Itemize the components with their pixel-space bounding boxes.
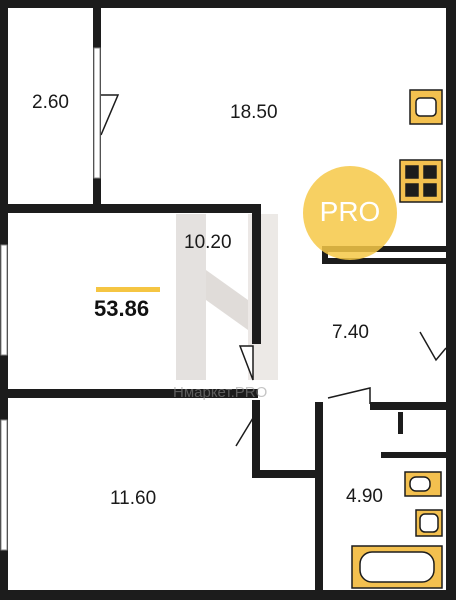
total-area: 53.86 — [94, 296, 150, 321]
room-area-bathroom: 4.90 — [346, 486, 383, 507]
pro-badge-label: PRO — [319, 196, 381, 227]
room-area-kitchen-living: 18.50 — [230, 102, 278, 123]
total-area-accent-bar — [96, 287, 160, 292]
room-area-bedroom-bottom: 11.60 — [110, 488, 157, 509]
room-area-bedroom-top: 10.20 — [184, 232, 232, 253]
room-area-hallway: 7.40 — [332, 322, 369, 343]
watermark-text: Нмаркет.PRO — [173, 384, 268, 401]
windows — [0, 47, 101, 551]
room-area-pantry: 2.60 — [32, 92, 69, 113]
doors — [100, 94, 447, 447]
fixtures — [351, 89, 443, 589]
pro-badge — [303, 166, 397, 260]
